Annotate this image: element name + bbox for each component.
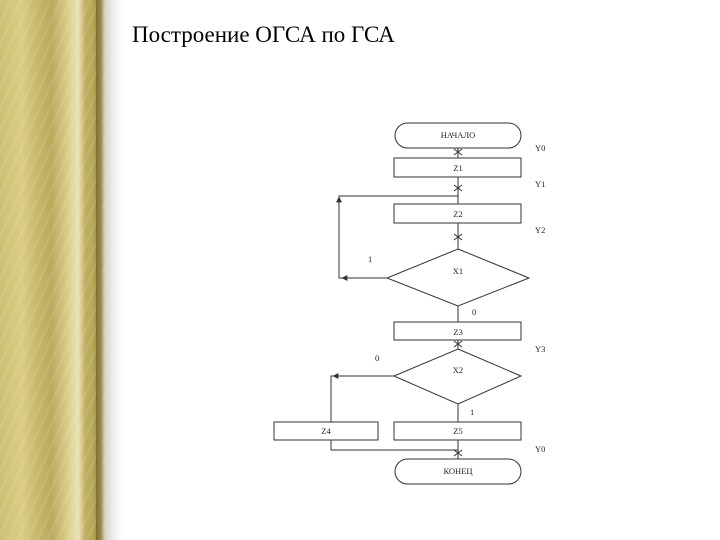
node-end-label: КОНЕЦ [443, 466, 472, 476]
state-mark-y3: Y3 [535, 344, 545, 354]
node-start-label: НАЧАЛО [441, 130, 476, 140]
node-z4-label: Z4 [321, 426, 331, 436]
branch-label-x2-false: 0 [375, 353, 379, 363]
branch-x2-to-z4 [330, 375, 394, 422]
page-title: Построение ОГСА по ГСА [132, 22, 395, 47]
branch-label-x1-false: 0 [472, 307, 476, 317]
state-mark-y0-bottom: Y0 [535, 444, 545, 454]
node-x2-label: X2 [453, 365, 463, 375]
branch-label-x1-true: 1 [368, 254, 372, 264]
node-z1-label: Z1 [453, 163, 462, 173]
state-mark-y1: Y1 [535, 179, 545, 189]
node-z5-label: Z5 [453, 426, 462, 436]
branch-label-x2-true: 1 [470, 407, 474, 417]
node-z3-label: Z3 [453, 327, 462, 337]
node-x2 [392, 348, 523, 405]
merge-z4-to-end [330, 440, 458, 451]
state-mark-crosses [453, 148, 463, 457]
node-start [394, 122, 522, 149]
node-z2-label: Z2 [453, 209, 462, 219]
node-x1 [385, 248, 531, 307]
node-z4 [273, 421, 379, 441]
state-mark-y2: Y2 [535, 225, 545, 235]
state-mark-y0-top: Y0 [535, 143, 545, 153]
node-x1-label: X1 [453, 266, 463, 276]
side-panel-stripe [96, 0, 102, 540]
node-z5 [393, 421, 522, 441]
node-z1 [393, 157, 522, 178]
node-end [394, 458, 522, 485]
decorative-side-panel [0, 0, 122, 540]
node-z3 [393, 321, 522, 341]
node-z2 [393, 203, 522, 224]
